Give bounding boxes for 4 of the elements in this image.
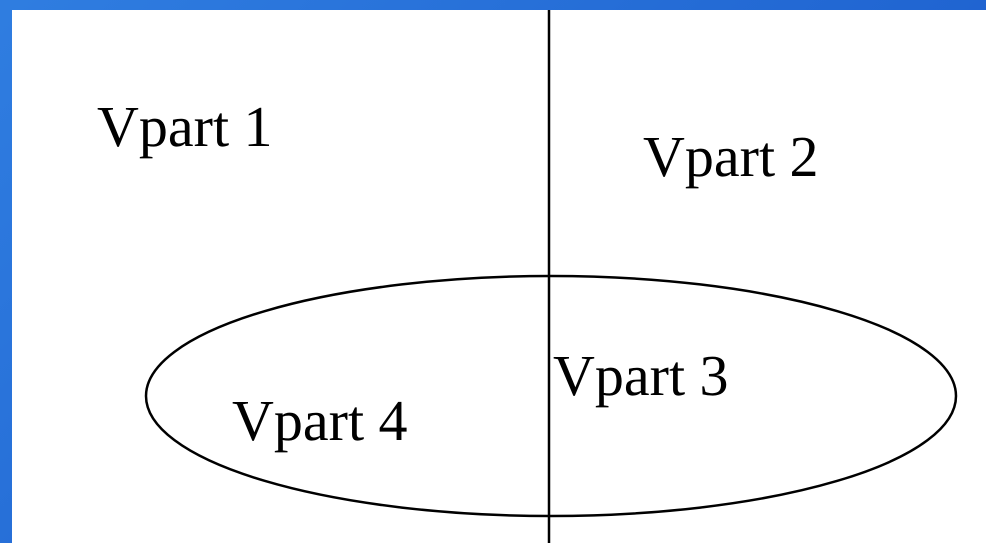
region-label: Vpart 2 — [643, 128, 819, 186]
region-label: Vpart 3 — [553, 347, 729, 405]
region-label: Vpart 1 — [97, 98, 273, 156]
region-label: Vpart 4 — [232, 392, 408, 450]
